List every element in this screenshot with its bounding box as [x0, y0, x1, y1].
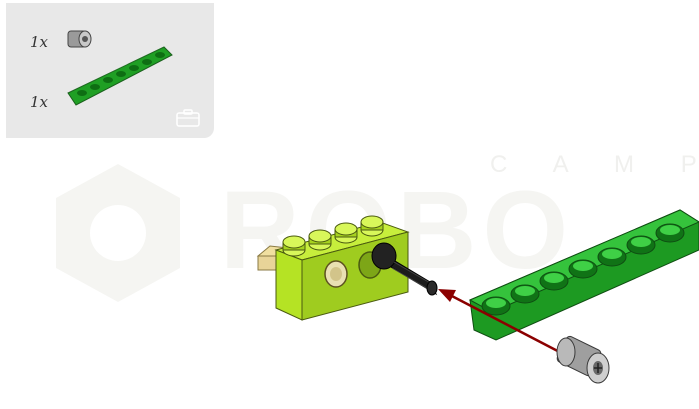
- grey-connector-peg: [556, 335, 609, 383]
- beam-7: [470, 210, 699, 340]
